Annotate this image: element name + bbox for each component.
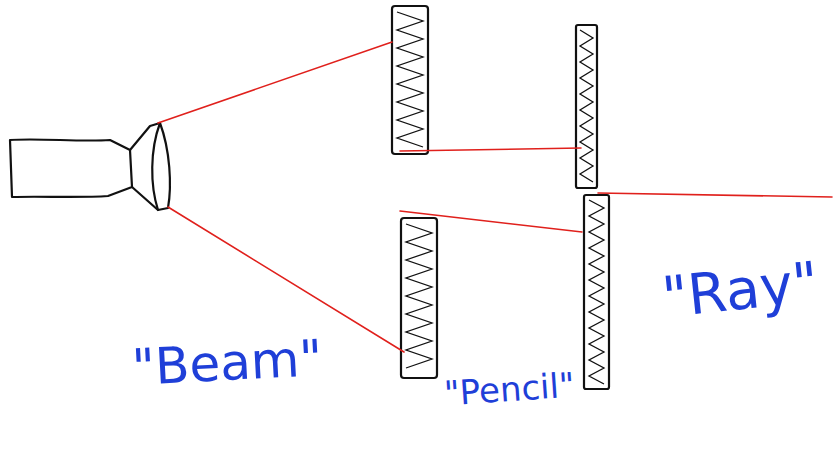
flashlight-lens: [152, 123, 160, 210]
ray-label: "Ray": [660, 254, 822, 326]
hatch-zigzag: [589, 200, 604, 384]
flashlight-handle: [10, 139, 132, 197]
slit-plate: [584, 195, 609, 389]
aperture-block: [401, 218, 437, 378]
light-ray: [168, 207, 404, 352]
pencil-label: "Pencil": [443, 367, 576, 410]
aperture-block: [392, 6, 428, 154]
light-ray: [400, 148, 581, 151]
light-ray: [158, 42, 392, 123]
hatch-zigzag: [406, 224, 432, 368]
flashlight-head: [130, 123, 170, 210]
hatch-zigzag: [580, 30, 593, 182]
slit-plate: [576, 25, 597, 188]
hatching: [397, 12, 604, 384]
beam-label: "Beam": [131, 333, 324, 393]
light-ray: [400, 211, 582, 232]
hatch-zigzag: [397, 12, 423, 147]
light-ray: [598, 193, 832, 197]
